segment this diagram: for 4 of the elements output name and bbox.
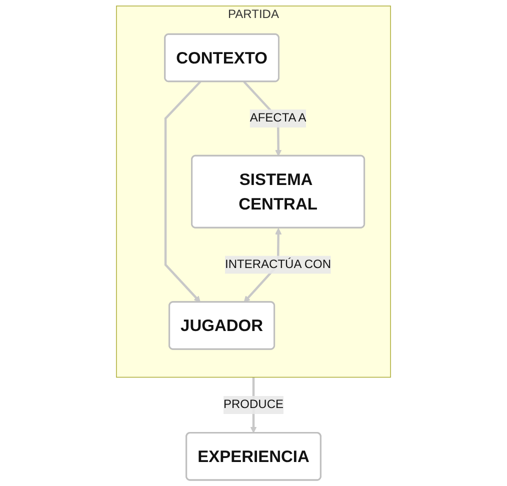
arrow xyxy=(164,80,202,303)
edge-label: INTERACTÚA CON xyxy=(225,258,332,271)
edge-label: AFECTA A xyxy=(250,112,306,124)
edge-label: PRODUCE xyxy=(223,398,284,411)
